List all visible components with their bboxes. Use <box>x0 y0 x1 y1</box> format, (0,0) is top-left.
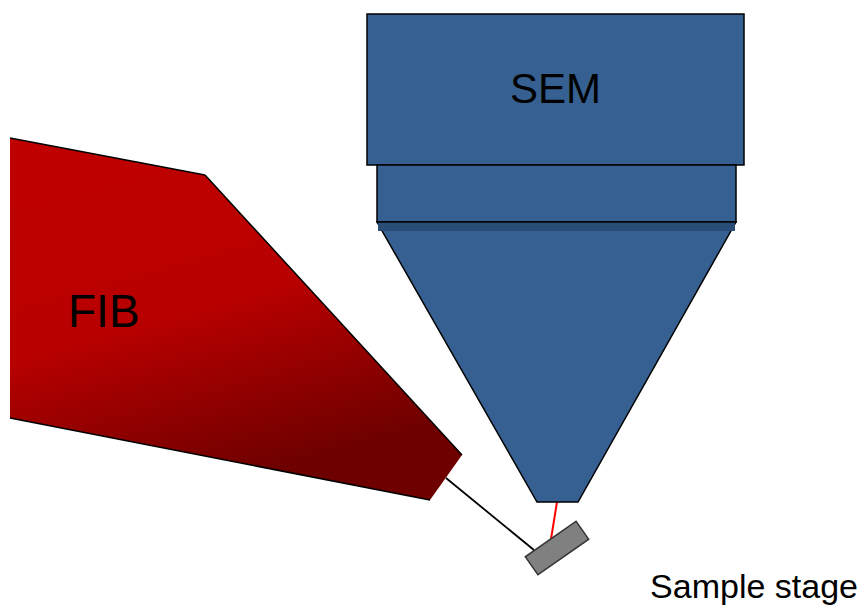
fib-column: FIB <box>8 136 466 502</box>
node-label: FIB <box>68 286 140 337</box>
sample-stage: Sample stage <box>515 520 860 605</box>
beam-line <box>551 502 557 539</box>
beam-line <box>446 478 534 550</box>
node-label: SEM <box>367 66 744 112</box>
node-label: Sample stage <box>650 568 858 605</box>
